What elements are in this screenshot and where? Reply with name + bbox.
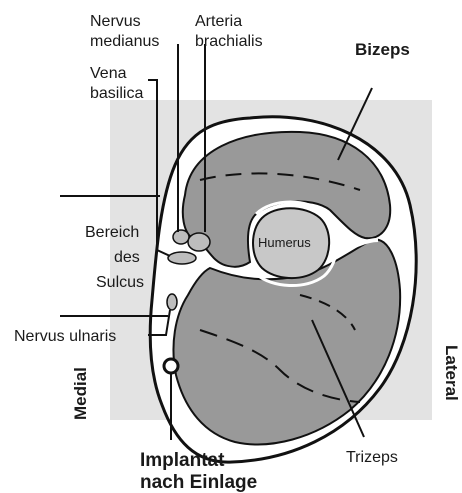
- label-humerus: Humerus: [258, 235, 311, 250]
- arteria-brachialis-shape: [188, 233, 210, 251]
- nervus-medianus-shape: [173, 230, 189, 244]
- label-nervus-ulnaris: Nervus ulnaris: [14, 328, 116, 345]
- label-trizeps: Trizeps: [346, 449, 398, 466]
- label-arteria-brachialis-line1: Arteria: [195, 13, 242, 30]
- label-medial: Medial: [71, 367, 90, 420]
- label-sulcus-line2: des: [114, 249, 140, 266]
- label-lateral: Lateral: [442, 345, 461, 401]
- sulcus-region-shape: [168, 252, 196, 264]
- label-nervus-medianus-line1: Nervus: [90, 13, 141, 30]
- label-arteria-brachialis-line2: brachialis: [195, 33, 263, 50]
- label-implantat-line2: nach Einlage: [140, 472, 257, 493]
- label-vena-basilica-line2: basilica: [90, 85, 143, 102]
- label-nervus-medianus-line2: medianus: [90, 33, 159, 50]
- nervus-ulnaris-shape: [167, 294, 177, 310]
- label-implantat-line1: Implantat: [140, 450, 225, 471]
- label-sulcus-line3: Sulcus: [96, 274, 144, 291]
- label-vena-basilica-line1: Vena: [90, 65, 127, 82]
- implant-marker: [164, 359, 178, 373]
- label-bizeps: Bizeps: [355, 40, 410, 59]
- label-sulcus-line1: Bereich: [85, 224, 139, 241]
